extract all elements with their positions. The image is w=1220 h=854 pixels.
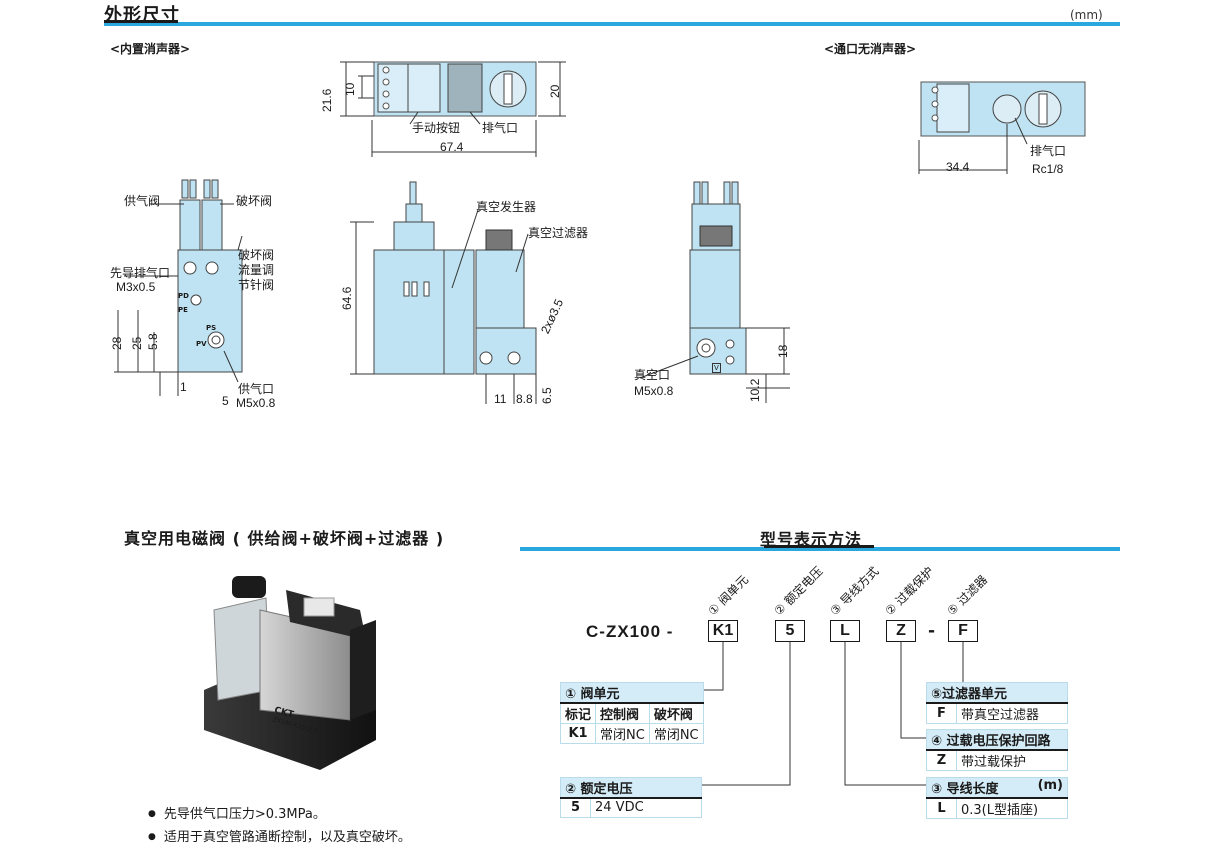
product-photo [204, 576, 376, 770]
valve-header-break: 破坏阀 [648, 702, 704, 724]
dim-6-5: 6.5 [540, 387, 554, 404]
model-title: 型号表示方法 [760, 530, 863, 549]
product-title: 真空用电磁阀 ( 供给阀+破坏阀+过滤器 ) [124, 529, 445, 548]
manual-button-label: 手动按钮 [412, 121, 461, 135]
rot-label-protect: ② 过载保护 [882, 564, 937, 619]
valve-row-control: 常闭NC [595, 723, 650, 744]
model-title-underline [764, 545, 874, 548]
dim-8-8: 8.8 [516, 392, 533, 406]
dim-10-2: 10.2 [748, 378, 762, 402]
rot-label-valve: ① 阀单元 [705, 572, 752, 619]
wire-title: ③ 导线长度 [931, 782, 999, 797]
code-box-k1: K1 [708, 620, 738, 642]
port-mark-pv: PV [196, 340, 207, 348]
protect-row-code: Z [926, 749, 957, 771]
valve-header-mark: 标记 [559, 702, 597, 724]
filter-row-value: 带真空过滤器 [956, 702, 1068, 724]
vacuum-generator-label: 真空发生器 [476, 200, 537, 214]
filter-table: ⑤过滤器单元 F 带真空过滤器 [926, 682, 1068, 724]
break-flow-label-2: 流量调 [238, 263, 275, 277]
voltage-title: ② 额定电压 [560, 777, 702, 799]
header-title-underline [104, 20, 178, 23]
rc-thread-label: Rc1/8 [1032, 162, 1064, 176]
wire-row-code: L [926, 797, 957, 819]
dim-34-4: 34.4 [946, 160, 970, 174]
break-flow-label-3: 节针阀 [238, 278, 275, 292]
model-rule [520, 547, 1120, 551]
back-view-drawing [639, 181, 790, 403]
port-mark-pd: PD [178, 292, 189, 300]
exhaust-label-right: 排气口 [1030, 144, 1067, 158]
front-view-drawing [114, 179, 243, 396]
code-box-5: 5 [775, 620, 805, 642]
protect-table: ④ 过载电压保护回路 Z 带过载保护 [926, 729, 1068, 771]
dim-11: 11 [494, 392, 507, 406]
bullet-1: 先导供气口压力>0.3MPa。 [148, 803, 326, 822]
bullet-2: 适用于真空管路通断控制，以及真空破坏。 [148, 826, 411, 845]
vacuum-thread-label: M5x0.8 [634, 384, 674, 398]
pilot-exhaust-label: 先导排气口 [110, 266, 171, 280]
supply-port-label: 供气口 [238, 382, 275, 396]
protect-row-value: 带过载保护 [956, 749, 1068, 771]
top-view-no-silencer-drawing [918, 81, 1086, 174]
dim-18: 18 [776, 344, 790, 358]
header-rule [104, 22, 1120, 26]
dim-5-8: 5.8 [146, 333, 160, 350]
break-flow-label-1: 破坏阀 [238, 248, 275, 262]
dim-5: 5 [222, 394, 229, 408]
valve-row-break: 常闭NC [648, 723, 704, 744]
no-silencer-label: <通口无消声器> [824, 42, 917, 56]
pilot-thread-label: M3x0.5 [116, 280, 156, 294]
filter-row-code: F [926, 702, 957, 724]
side-view-drawing [350, 181, 537, 404]
dim-1: 1 [180, 380, 187, 394]
voltage-row-code: 5 [560, 797, 591, 818]
code-box-f: F [948, 620, 978, 642]
dim-21-6: 21.6 [320, 88, 334, 112]
voltage-table: ② 额定电压 5 24 VDC [560, 777, 702, 818]
code-dash: - [928, 621, 936, 641]
v-port-mark: V [712, 363, 721, 373]
supply-valve-label: 供气阀 [124, 194, 161, 208]
protect-title: ④ 过载电压保护回路 [926, 729, 1068, 751]
dim-64-6: 64.6 [340, 286, 354, 310]
dim-10: 10 [343, 82, 357, 96]
wire-table: ③ 导线长度 (m) L 0.3(L型插座) [926, 777, 1068, 819]
dim-25: 25 [130, 336, 144, 350]
break-valve-label: 破坏阀 [236, 194, 273, 208]
port-mark-pe: PE [178, 306, 188, 314]
rot-label-wire: ③ 导线方式 [827, 564, 882, 619]
valve-unit-table: ① 阀单元 标记 控制阀 破坏阀 K1 常闭NC 常闭NC [559, 682, 704, 744]
valve-row-code: K1 [559, 723, 597, 744]
dim-28: 28 [110, 336, 124, 350]
rot-label-voltage: ② 额定电压 [771, 564, 826, 619]
unit-label: (mm) [1070, 8, 1103, 22]
voltage-row-value: 24 VDC [590, 797, 702, 818]
port-mark-ps: PS [206, 324, 217, 332]
exhaust-label: 排气口 [482, 121, 519, 135]
wire-row-value: 0.3(L型插座) [956, 797, 1068, 819]
vacuum-port-label: 真空口 [634, 368, 671, 382]
dim-67-4: 67.4 [440, 140, 464, 154]
builtin-silencer-label: <内置消声器> [110, 42, 191, 56]
vacuum-filter-label: 真空过滤器 [528, 226, 589, 240]
code-box-l: L [830, 620, 860, 642]
supply-thread-label: M5x0.8 [236, 396, 276, 410]
dim-20: 20 [548, 84, 562, 98]
filter-title: ⑤过滤器单元 [926, 682, 1068, 704]
code-box-z: Z [886, 620, 916, 642]
rot-label-filter: ⑤ 过滤器 [944, 572, 991, 619]
top-view-drawing [340, 61, 566, 157]
valve-unit-title: ① 阀单元 [560, 682, 704, 704]
wire-unit: (m) [1037, 778, 1063, 793]
valve-header-control: 控制阀 [595, 702, 650, 724]
model-code-prefix: C-ZX100 - [586, 622, 674, 641]
